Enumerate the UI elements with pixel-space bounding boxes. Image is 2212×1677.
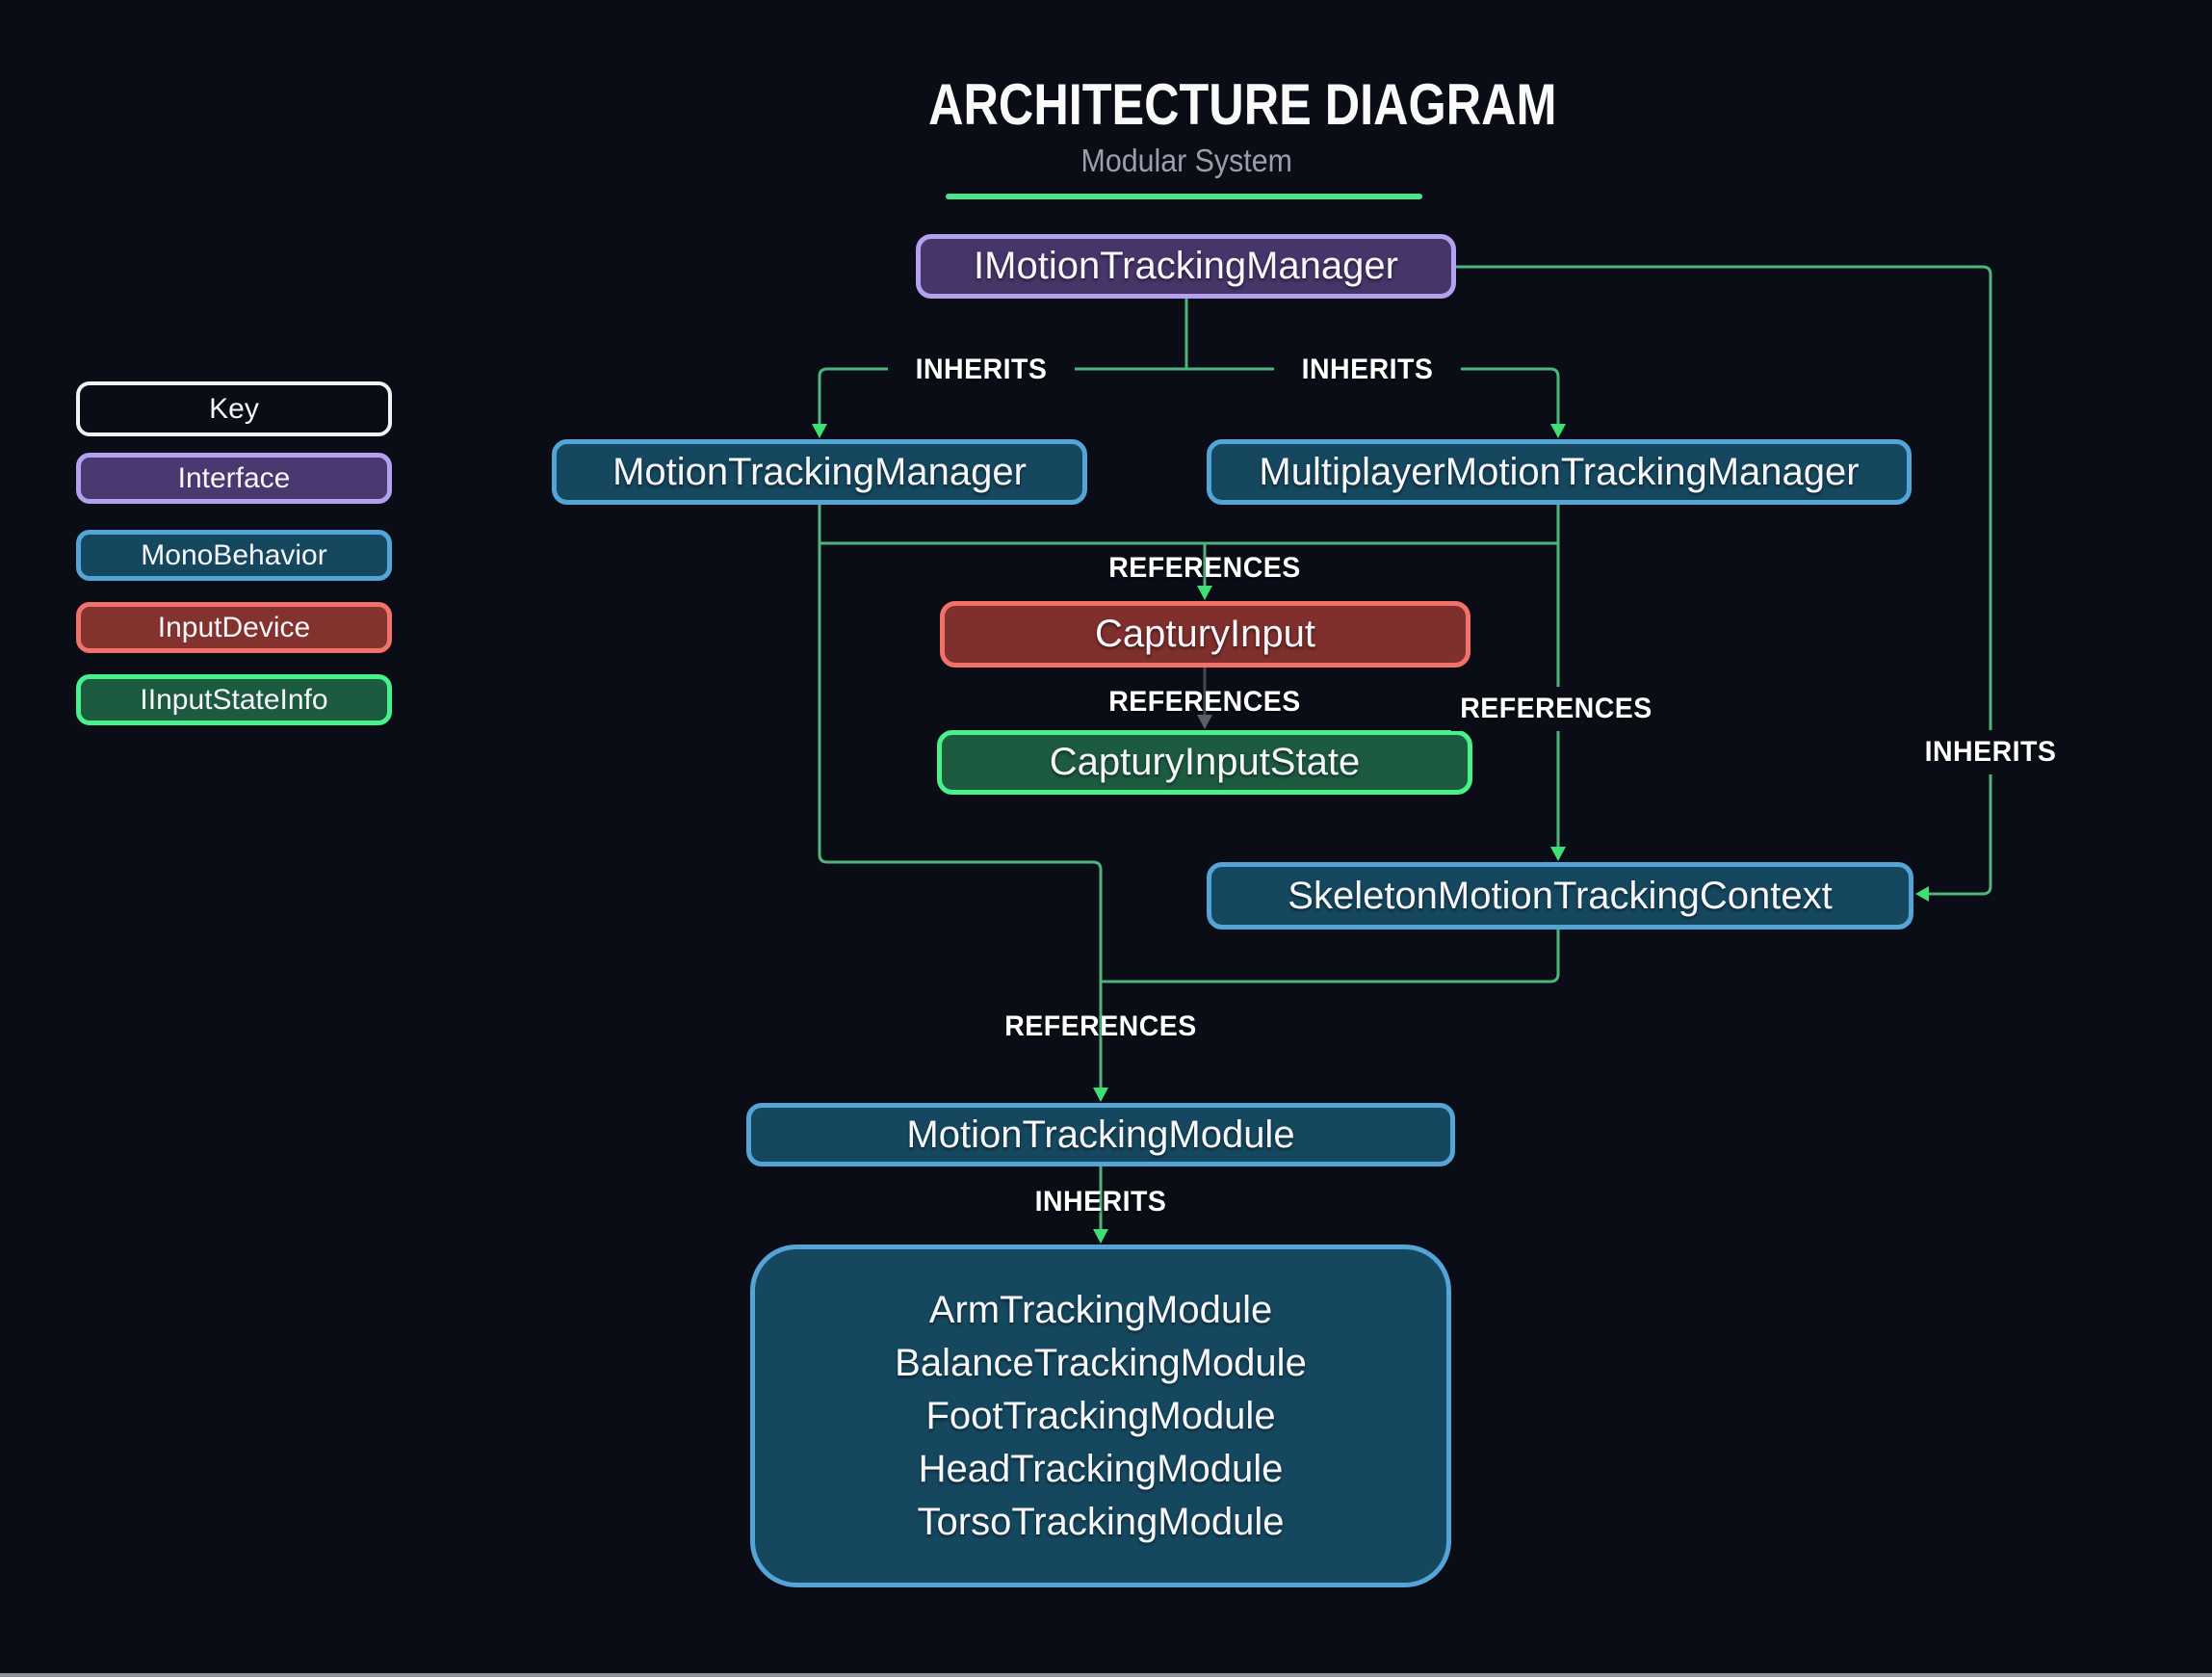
- edge-label-inherits-modules: INHERITS: [1034, 1186, 1167, 1218]
- window-edge-strip: [0, 1673, 2212, 1677]
- legend-item-inputdevice: InputDevice: [76, 602, 392, 653]
- edge-label-references-skeleton: REFERENCES: [1450, 687, 1662, 731]
- module-list-item: FootTrackingModule: [925, 1394, 1276, 1437]
- edge-inherits-far-right-line: [1454, 265, 1992, 896]
- edge-label-inherits-left: INHERITS: [888, 352, 1075, 388]
- arrowhead-into-multiplayer-manager: [1550, 424, 1566, 438]
- arrowhead-into-tracking-modules: [1093, 1229, 1108, 1244]
- edge-inherits-split-line: [818, 367, 1560, 427]
- node-motion-tracking-manager: MotionTrackingManager: [552, 439, 1087, 505]
- edge-label-references-module: REFERENCES: [1004, 1010, 1197, 1042]
- edge-label-references-captury-state: REFERENCES: [1108, 686, 1301, 718]
- node-multiplayer-motion-tracking-manager: MultiplayerMotionTrackingManager: [1207, 439, 1912, 505]
- edge-label-inherits-right: INHERITS: [1274, 352, 1461, 388]
- legend-item-monobehavior: MonoBehavior: [76, 530, 392, 581]
- page-title-text: ARCHITECTURE DIAGRAM: [928, 72, 1557, 137]
- page-subtitle: Modular System: [869, 143, 1504, 179]
- node-skeleton-motion-tracking-context: SkeletonMotionTrackingContext: [1207, 862, 1913, 930]
- arrowhead-into-skeleton-context-top: [1550, 847, 1566, 861]
- edge-label-inherits-far-right: INHERITS: [1915, 730, 2066, 774]
- page-title: ARCHITECTURE DIAGRAM: [869, 71, 1556, 138]
- legend-item-interface: Interface: [76, 453, 392, 504]
- title-underline: [946, 194, 1422, 199]
- arrowhead-into-skeleton-context-right: [1915, 886, 1929, 902]
- module-list-item: BalanceTrackingModule: [895, 1341, 1307, 1384]
- node-captury-input: CapturyInput: [940, 601, 1470, 668]
- module-list-item: TorsoTrackingModule: [917, 1500, 1285, 1543]
- arrowhead-into-motion-tracking-manager: [812, 424, 827, 438]
- node-captury-input-state: CapturyInputState: [937, 730, 1472, 795]
- edge-label-references-captury-input: REFERENCES: [1108, 552, 1301, 584]
- node-tracking-modules-group: ArmTrackingModule BalanceTrackingModule …: [750, 1245, 1451, 1587]
- node-imotion-tracking-manager: IMotionTrackingManager: [916, 234, 1456, 299]
- module-list-item: ArmTrackingModule: [928, 1288, 1273, 1331]
- node-motion-tracking-module: MotionTrackingModule: [746, 1103, 1455, 1166]
- edge-manager-to-module-line: [818, 503, 1103, 1089]
- arrowhead-into-captury-input-state: [1197, 715, 1212, 729]
- module-list-item: HeadTrackingModule: [918, 1447, 1284, 1490]
- arrowhead-into-captury-input: [1197, 586, 1212, 600]
- page-subtitle-text: Modular System: [1080, 143, 1292, 178]
- legend-item-iinputstateinfo: IInputStateInfo: [76, 674, 392, 725]
- arrowhead-into-motion-tracking-module: [1093, 1087, 1108, 1102]
- legend-key-box: Key: [76, 381, 392, 436]
- edge-skeleton-to-module-line: [1099, 928, 1560, 983]
